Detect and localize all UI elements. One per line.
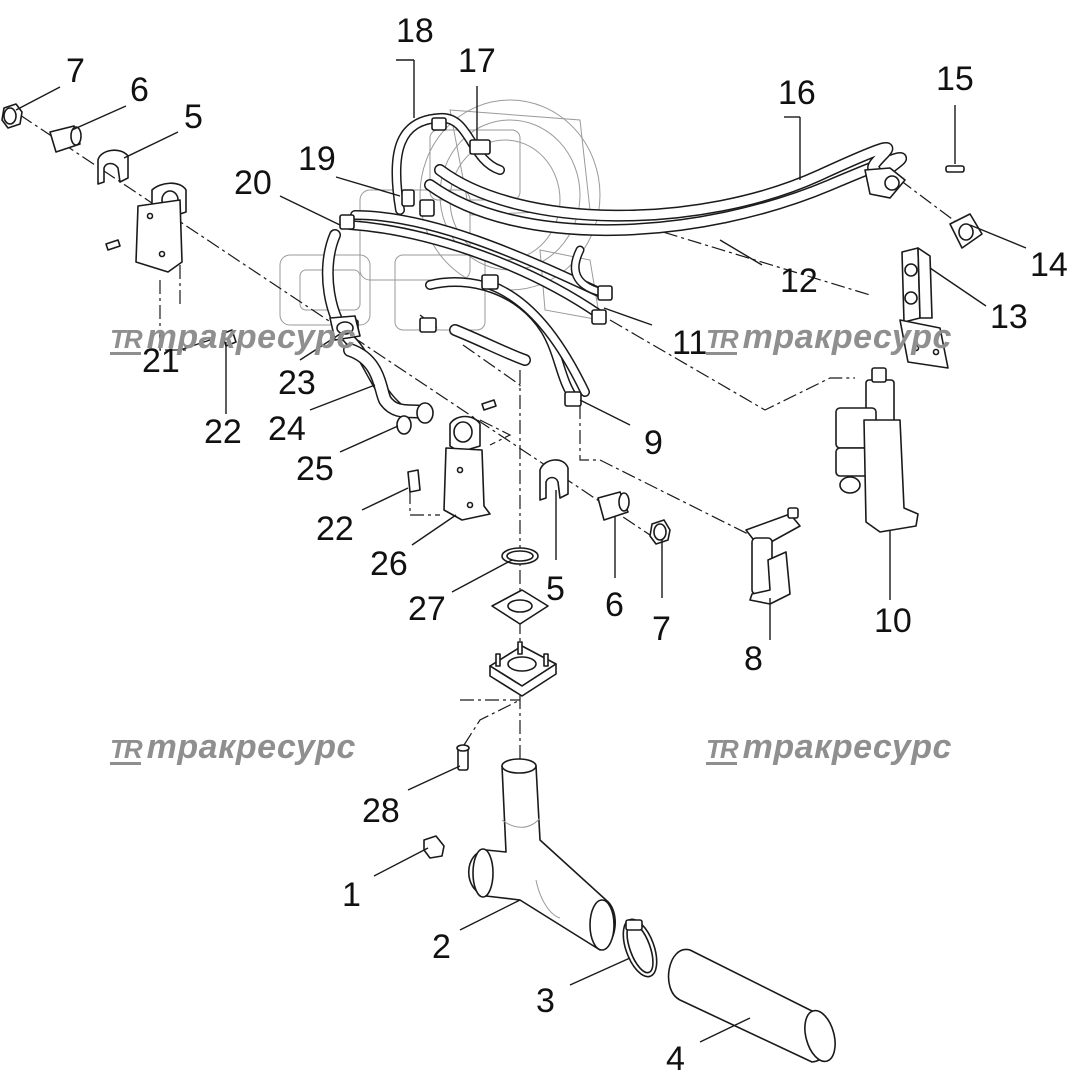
callout-13: 13 — [990, 298, 1028, 336]
callout-19: 19 — [298, 140, 336, 178]
callout-18: 18 — [396, 12, 434, 50]
callout-2: 2 — [432, 928, 451, 966]
callout-9: 9 — [644, 424, 663, 462]
part-23-flange-fitting — [329, 315, 361, 341]
bolt-small-upper-left — [105, 239, 121, 251]
watermark-text: тракресурс — [742, 318, 952, 356]
part-22-bolt-lower — [407, 469, 421, 493]
callout-6-bottom: 6 — [605, 586, 624, 624]
part-14-split-flange — [949, 213, 983, 249]
callout-21: 21 — [142, 342, 180, 380]
callout-8: 8 — [744, 640, 763, 678]
callout-labels: 7 6 5 18 17 16 15 19 20 14 12 13 11 21 2… — [66, 12, 1068, 1078]
part-4-hose — [667, 948, 836, 1063]
callout-25: 25 — [296, 450, 334, 488]
callout-20: 20 — [234, 164, 272, 202]
callout-6-top: 6 — [130, 71, 149, 109]
leader-lines — [15, 59, 1027, 1043]
callout-15: 15 — [936, 60, 974, 98]
watermark-text: тракресурс — [146, 318, 356, 356]
part-13-bracket — [899, 247, 949, 369]
callout-10: 10 — [874, 602, 912, 640]
part-6-bushing-upper — [49, 125, 82, 153]
watermark-logo: TR — [706, 324, 739, 355]
callout-16: 16 — [778, 74, 816, 112]
callout-5-top: 5 — [184, 98, 203, 136]
flange-plate-lower — [489, 641, 557, 697]
watermark-text: тракресурс — [146, 728, 356, 766]
flange-plate-upper — [491, 589, 549, 625]
part-21-bracket — [135, 182, 187, 273]
part-1-plug — [423, 835, 445, 859]
callout-5-bottom: 5 — [546, 570, 565, 608]
callout-28: 28 — [362, 792, 400, 830]
callout-14: 14 — [1030, 246, 1068, 284]
bolt-small-mid — [481, 399, 497, 411]
callout-7-top: 7 — [66, 52, 85, 90]
part-27-o-ring — [501, 547, 539, 565]
callout-7-bottom: 7 — [652, 610, 671, 648]
callout-24: 24 — [268, 410, 306, 448]
callout-23: 23 — [278, 364, 316, 402]
watermark-logo: TR — [706, 734, 739, 765]
callout-12: 12 — [780, 262, 818, 300]
callout-1: 1 — [342, 876, 361, 914]
callout-17: 17 — [458, 42, 496, 80]
watermark-logo: TR — [110, 324, 143, 355]
watermark-text: тракресурс — [742, 728, 952, 766]
part-8-filter — [745, 507, 801, 605]
part-15-bolt — [945, 165, 965, 173]
hoses — [321, 113, 908, 419]
callout-26: 26 — [370, 545, 408, 583]
part-2-tee-pipe — [467, 758, 616, 951]
part-3-hose-clamp — [622, 918, 658, 978]
callout-22-top: 22 — [204, 413, 242, 451]
part-5-clamp-lower — [539, 459, 569, 501]
part-28-bolt — [456, 744, 470, 771]
part-26-bracket — [443, 415, 491, 521]
callout-22-bottom: 22 — [316, 510, 354, 548]
callout-11: 11 — [672, 324, 707, 362]
callout-3: 3 — [536, 982, 555, 1020]
callout-4: 4 — [666, 1040, 685, 1078]
watermark-logo: TR — [110, 734, 143, 765]
part-7-plug-upper — [1, 103, 23, 129]
part-6-bushing-lower — [597, 491, 630, 521]
part-7-plug-lower — [649, 519, 671, 545]
callout-27: 27 — [408, 590, 446, 628]
part-5-clamp-upper — [97, 149, 129, 185]
part-10-valve — [835, 367, 919, 533]
